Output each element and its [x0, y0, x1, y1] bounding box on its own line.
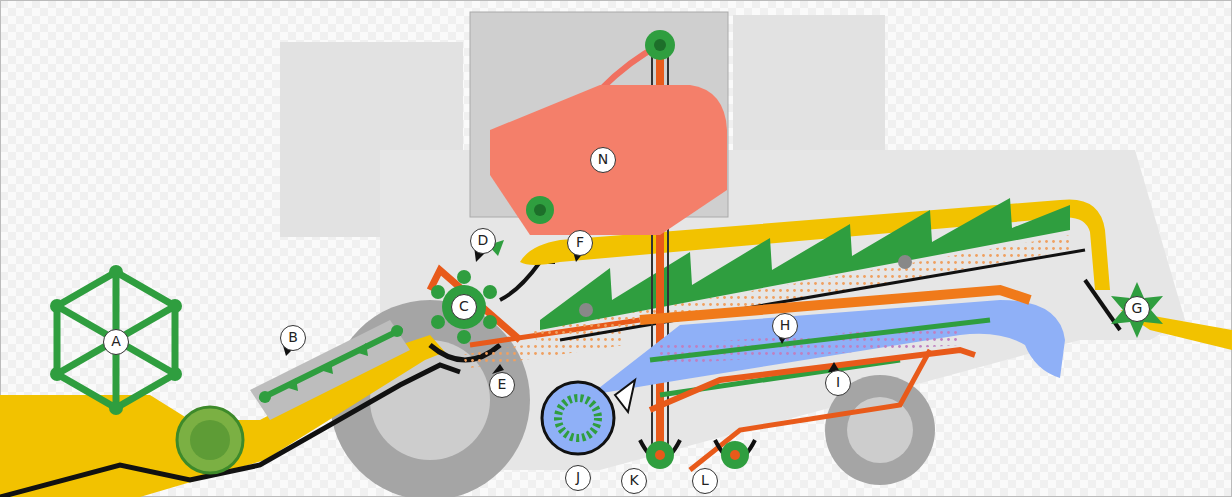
callout-letter: D [470, 228, 496, 254]
callout-letter: F [567, 230, 593, 256]
callout-letter: E [489, 372, 515, 398]
callout-letter: G [1124, 296, 1150, 322]
callout-letter: C [451, 294, 477, 320]
callout-letter: B [280, 325, 306, 351]
callout-letter: J [565, 465, 591, 491]
callout-letter: A [103, 329, 129, 355]
callout-letter: L [692, 468, 718, 494]
callout-letter: H [772, 313, 798, 339]
callout-letter: I [825, 370, 851, 396]
callout-letter: N [590, 147, 616, 173]
callout-letter: K [621, 468, 647, 494]
